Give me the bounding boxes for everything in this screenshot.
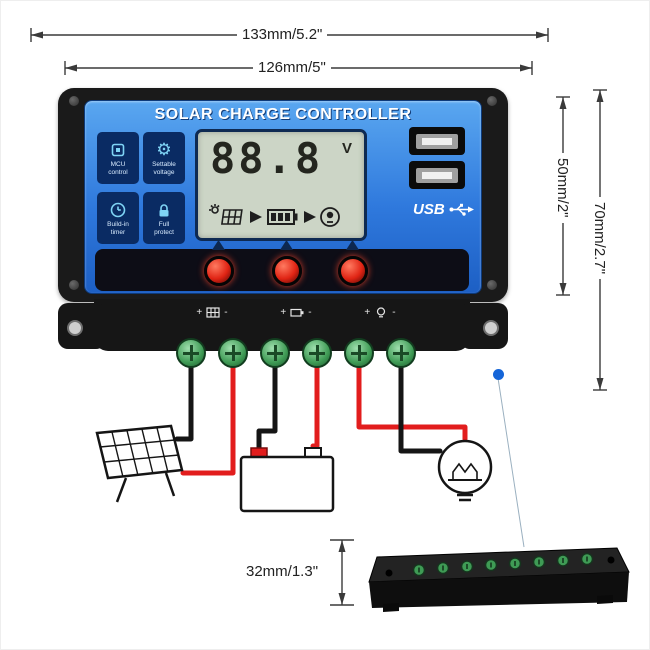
feature-label: Full bbox=[158, 220, 170, 228]
feature-label: Build-in bbox=[107, 220, 129, 228]
terminal-screw bbox=[176, 338, 206, 368]
feature-tile-timer: Build-in timer bbox=[97, 192, 139, 244]
solar-flow-icon bbox=[209, 204, 243, 225]
plus-label: + bbox=[280, 306, 287, 318]
lcd-display: 88.8 V bbox=[195, 129, 367, 241]
dim-label-right-outer: 70mm/2.7" bbox=[591, 197, 608, 280]
terminal-screw bbox=[386, 338, 416, 368]
case-screw-icon bbox=[69, 280, 79, 290]
mounting-hole-icon bbox=[483, 320, 499, 336]
arrow-right-icon bbox=[250, 211, 262, 223]
wire-load-red bbox=[356, 356, 468, 442]
arrow-right-icon bbox=[304, 211, 316, 223]
feature-label: Settable bbox=[152, 160, 176, 168]
device-button-up bbox=[204, 256, 234, 286]
lock-icon bbox=[156, 200, 172, 220]
terminal-screw bbox=[260, 338, 290, 368]
feature-label: control bbox=[108, 169, 128, 176]
feature-tile-protect: Full protect bbox=[143, 192, 185, 244]
dim-label-side-height: 32mm/1.3" bbox=[241, 563, 324, 580]
case-screw-icon bbox=[69, 96, 79, 106]
bulb-symbol bbox=[437, 439, 493, 502]
plus-label: + bbox=[196, 306, 203, 318]
terminal-group-battery: + - bbox=[265, 304, 327, 320]
terminal-screw bbox=[344, 338, 374, 368]
warning-triangle-icon bbox=[212, 240, 225, 250]
solar-terminal-icon bbox=[206, 306, 220, 318]
side-view-terminal-screws bbox=[412, 552, 594, 577]
leader-line bbox=[497, 377, 525, 548]
battery-symbol bbox=[239, 447, 335, 513]
terminal-screw bbox=[218, 338, 248, 368]
wire-battery-black bbox=[256, 356, 278, 452]
dim-label-right-inner: 50mm/2" bbox=[554, 153, 571, 223]
load-bulb-icon bbox=[320, 207, 340, 227]
feature-tile-mcu: MCU control bbox=[97, 132, 139, 184]
wire-solar-black bbox=[174, 356, 194, 442]
usb-port-bottom bbox=[409, 161, 465, 189]
warning-triangle-icon bbox=[280, 240, 293, 250]
terminal-group-solar: + - bbox=[181, 304, 243, 320]
clock-icon bbox=[110, 200, 126, 220]
feature-label: protect bbox=[154, 229, 174, 236]
dim-side-height bbox=[330, 539, 354, 606]
mounting-hole-icon bbox=[67, 320, 83, 336]
usb-port-contact bbox=[416, 167, 458, 183]
minus-label: - bbox=[392, 306, 396, 318]
usb-trident-icon bbox=[449, 203, 474, 216]
battery-level-icon bbox=[267, 209, 298, 225]
battery-terminal-icon bbox=[290, 308, 304, 317]
usb-port-contact bbox=[416, 133, 458, 149]
minus-label: - bbox=[308, 306, 312, 318]
solar-panel-symbol bbox=[95, 424, 184, 503]
feature-label: voltage bbox=[153, 169, 175, 176]
plus-label: + bbox=[364, 306, 371, 318]
dim-label-top-inner: 126mm/5" bbox=[253, 59, 331, 76]
callout-dot-marker bbox=[493, 369, 504, 380]
feature-tile-settable-voltage: ⚙ Settable voltage bbox=[143, 132, 185, 184]
usb-label: USB bbox=[413, 201, 445, 218]
terminal-group-load: + - bbox=[349, 304, 411, 320]
wire-battery-red bbox=[310, 356, 320, 449]
feature-label: timer bbox=[110, 229, 126, 236]
lcd-flow-icons bbox=[209, 204, 340, 227]
case-screw-icon bbox=[487, 96, 497, 106]
wire-solar-red bbox=[180, 356, 236, 476]
wiring bbox=[174, 356, 468, 476]
terminal-screw bbox=[302, 338, 332, 368]
device-button-menu bbox=[272, 256, 302, 286]
warning-triangle-icon bbox=[346, 240, 359, 250]
usb-port-top bbox=[409, 127, 465, 155]
minus-label: - bbox=[224, 306, 228, 318]
side-view bbox=[368, 547, 630, 612]
wire-load-black bbox=[398, 356, 443, 454]
lcd-voltage-unit: V bbox=[341, 140, 352, 157]
case-screw-icon bbox=[487, 280, 497, 290]
device-button-down bbox=[338, 256, 368, 286]
mcu-chip-icon bbox=[110, 140, 126, 160]
usb-label-row: USB bbox=[413, 201, 479, 218]
gear-icon: ⚙ bbox=[156, 139, 172, 159]
dim-label-top-outer: 133mm/5.2" bbox=[237, 26, 328, 43]
lcd-voltage-value: 88.8 bbox=[210, 134, 324, 183]
load-terminal-icon bbox=[377, 306, 386, 317]
device-title: SOLAR CHARGE CONTROLLER bbox=[154, 106, 412, 123]
feature-label: MCU bbox=[110, 160, 126, 168]
